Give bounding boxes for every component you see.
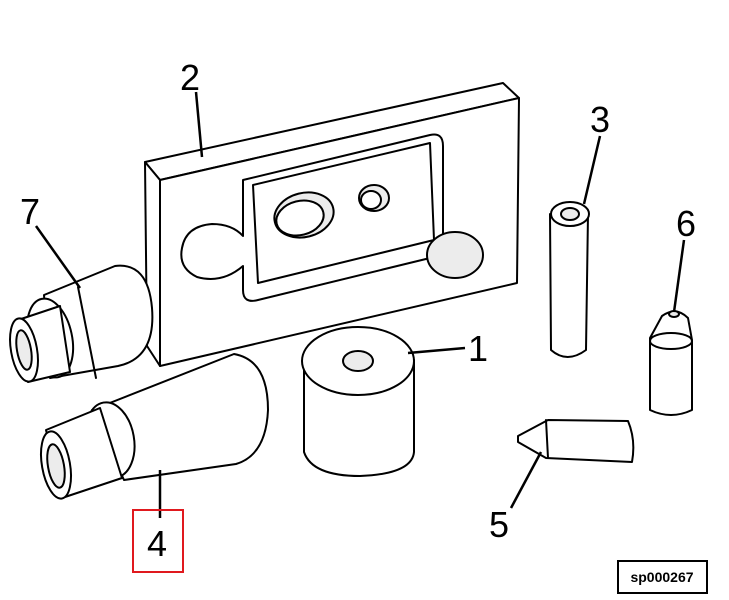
part-3-pin [549,201,590,358]
part-6-pointed-pin [649,310,693,416]
part-1-spacer [301,326,415,477]
callout-4: 4 [147,523,167,564]
callout-5: 5 [489,504,509,545]
callout-labels: 2 7 1 3 6 5 4 [20,57,696,564]
callout-6: 6 [676,203,696,244]
callout-7: 7 [20,191,40,232]
reference-code: sp000267 [630,569,693,585]
callout-3: 3 [590,99,610,140]
callout-2: 2 [180,57,200,98]
part-2-plate [144,82,520,367]
part-7-stepped-bushing [9,264,154,383]
part-5-chisel [517,419,635,463]
callout-1: 1 [468,328,488,369]
part-4-long-bushing [40,353,269,500]
reference-code-box: sp000267 [617,560,708,594]
callout-4-highlight-box [132,509,184,573]
